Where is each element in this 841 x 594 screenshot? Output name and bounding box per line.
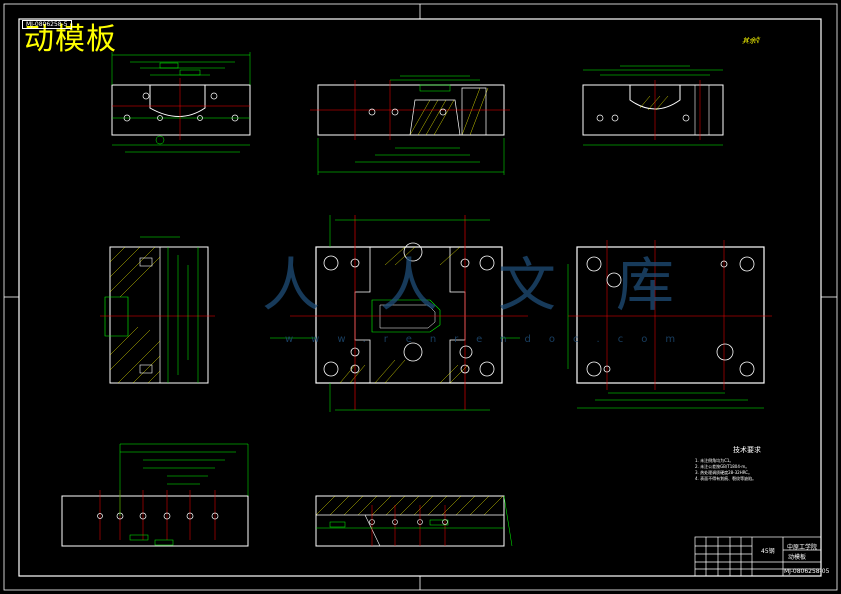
drawing-number-box: MJ-0806258-5	[22, 20, 72, 29]
title-block-part-name: 动模板	[788, 554, 807, 561]
view-top-left	[111, 52, 251, 153]
watermark-text: 人人文库	[262, 251, 735, 319]
view-left-side	[100, 236, 215, 384]
view-bottom-middle	[315, 495, 513, 547]
frame-center-marks	[4, 4, 837, 590]
view-top-middle	[310, 75, 510, 175]
view-main-plan	[270, 215, 528, 412]
technical-note: 2. 未注公差按GB/T1804-m。	[695, 464, 750, 469]
drawing-title: 动模板	[24, 22, 117, 57]
title-block	[694, 536, 822, 577]
view-top-right	[582, 65, 724, 146]
title-block-school: 中原工学院	[787, 544, 818, 551]
roughness-note: 其余∜	[742, 37, 761, 45]
technical-note: 4. 表面不得有划痕、裂纹等缺陷。	[695, 476, 757, 481]
view-right-plan	[567, 240, 772, 409]
technical-note: 3. 热处理调质硬度28-32HRC。	[695, 470, 753, 475]
technical-requirements-title: 技术要求	[733, 446, 761, 454]
title-block-code: MJ-0806258-05	[784, 568, 830, 575]
technical-notes: 1. 未注倒角均为C1。 2. 未注公差按GB/T1804-m。 3. 热处理调…	[695, 458, 756, 482]
view-bottom-left	[61, 443, 249, 547]
watermark-url: www.renrendoc.com	[285, 334, 694, 345]
title-block-material: 45钢	[761, 548, 775, 555]
technical-note: 1. 未注倒角均为C1。	[695, 458, 734, 463]
